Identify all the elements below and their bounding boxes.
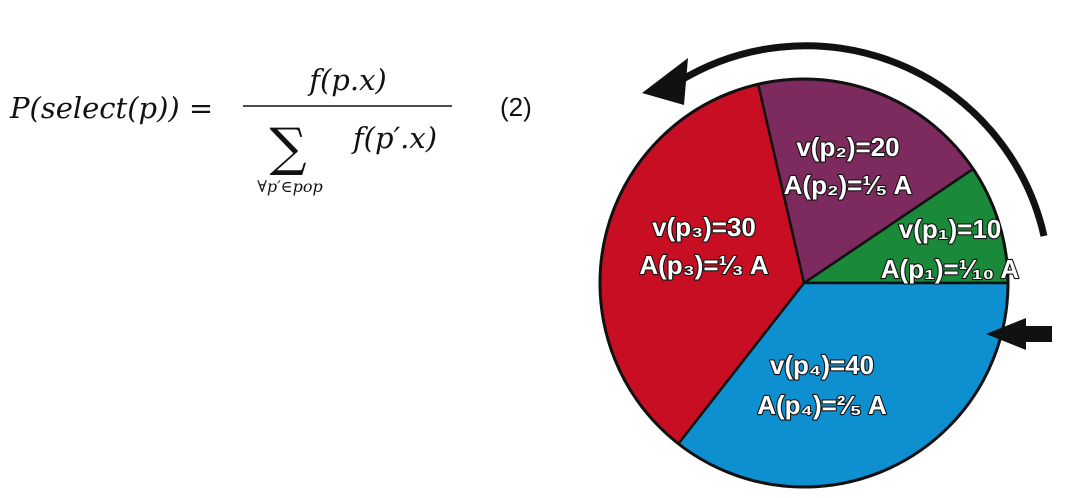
summation-symbol: ∑ <box>269 118 306 178</box>
label-v-p3: v(p₃)=30 <box>652 212 756 242</box>
equation-numerator: f(p.x) <box>307 63 387 97</box>
equation-denominator: f(p′.x) <box>351 121 437 155</box>
label-v-p1: v(p₁)=10 <box>899 214 1002 244</box>
label-v-p4: v(p₄)=40 <box>770 350 874 380</box>
equation-lhs: P(select(p)) = <box>9 91 213 125</box>
label-v-p2: v(p₂)=20 <box>796 132 899 162</box>
label-a-p1: A(p₁)=¹⁄₁₀ A <box>881 254 1020 284</box>
pointer-arrow-icon <box>986 318 1052 350</box>
equation-number: (2) <box>500 92 532 122</box>
roulette-wheel: v(p₂)=20 A(p₂)=¹⁄₅ A v(p₃)=30 A(p₃)=¹⁄₃ … <box>598 77 1021 489</box>
wheel-rim <box>598 77 1010 489</box>
label-a-p2: A(p₂)=¹⁄₅ A <box>784 170 913 200</box>
label-a-p3: A(p₃)=¹⁄₃ A <box>639 250 768 280</box>
selection-probability-equation: P(select(p)) = f(p.x) ∑ f(p′.x) ∀p′∈pop … <box>9 63 532 196</box>
rotation-arrow-icon <box>642 42 1048 237</box>
summation-subscript: ∀p′∈pop <box>257 177 323 196</box>
label-a-p4: A(p₄)=²⁄₅ A <box>757 390 887 420</box>
